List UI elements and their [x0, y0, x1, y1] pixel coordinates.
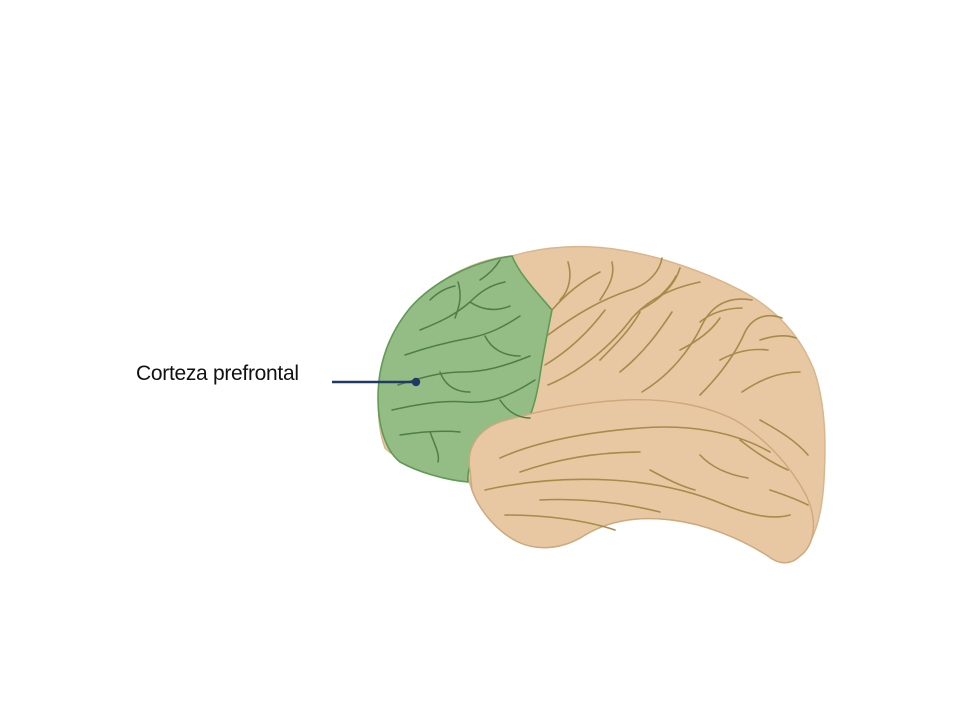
prefrontal-cortex-label: Corteza prefrontal [136, 362, 299, 385]
cortex-sulci [544, 257, 801, 396]
temporal-sulci [484, 419, 809, 531]
leader-dot [411, 377, 421, 387]
